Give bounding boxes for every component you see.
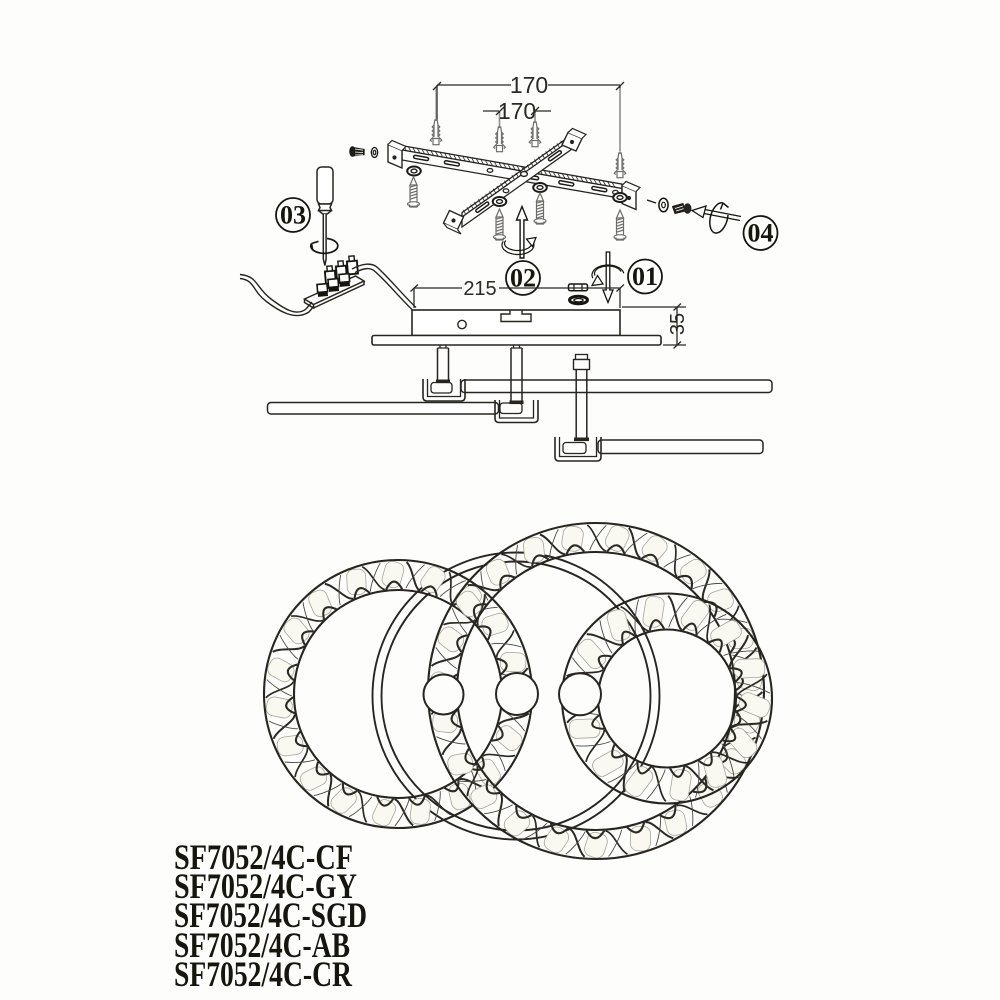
svg-text:SF7052/4C-AB: SF7052/4C-AB — [174, 925, 350, 965]
svg-text:SF7052/4C-CF: SF7052/4C-CF — [174, 837, 353, 877]
svg-text:03: 03 — [280, 201, 306, 230]
svg-text:SF7052/4C-GY: SF7052/4C-GY — [174, 866, 357, 906]
svg-text:SF7052/4C-SGD: SF7052/4C-SGD — [174, 895, 367, 935]
svg-text:01: 01 — [632, 262, 658, 291]
svg-text:35: 35 — [667, 313, 689, 335]
svg-text:SF7052/4C-CR: SF7052/4C-CR — [174, 954, 353, 994]
svg-text:04: 04 — [748, 219, 774, 248]
svg-text:215: 215 — [463, 278, 496, 300]
svg-text:170: 170 — [498, 98, 536, 124]
svg-text:170: 170 — [510, 72, 548, 98]
